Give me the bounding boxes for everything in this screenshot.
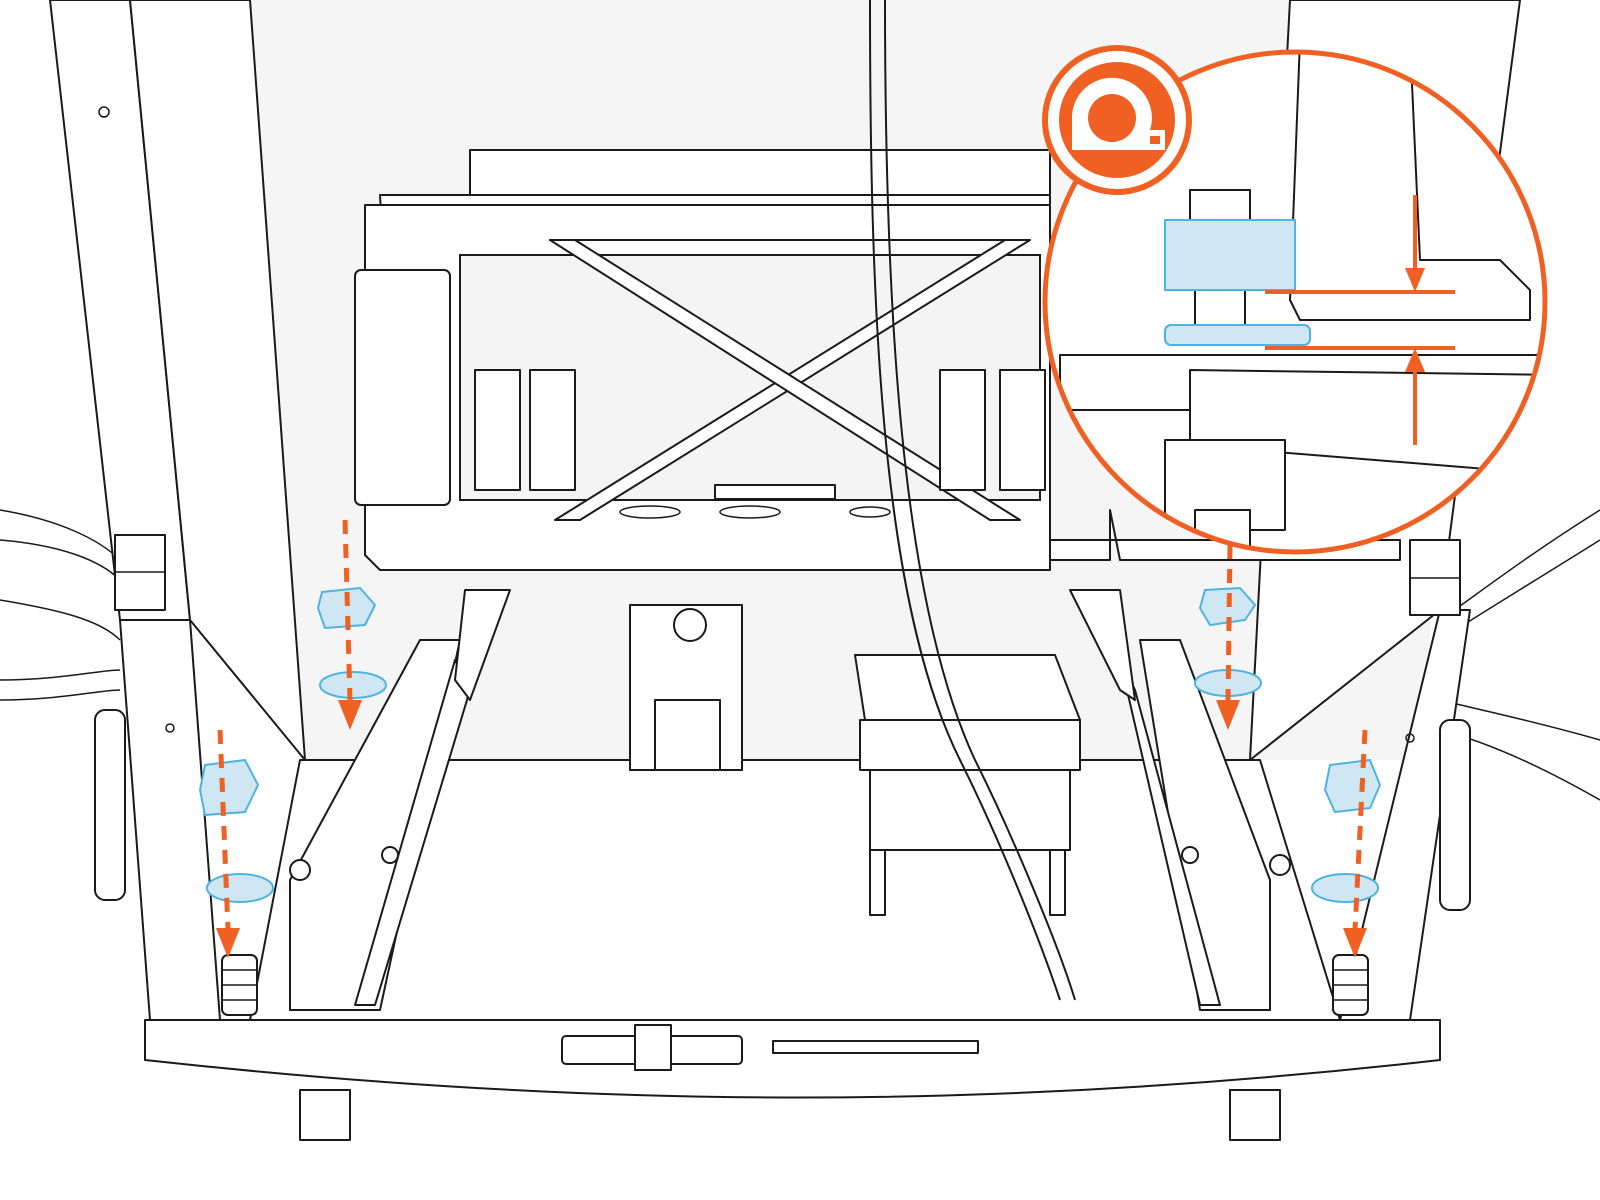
fan-module [854, 654, 1081, 916]
washer-front-right [1311, 873, 1379, 903]
detail-callout [1042, 49, 1548, 555]
left-rail [289, 589, 511, 1011]
threaded-stud-left [221, 954, 258, 1016]
right-rail [1069, 589, 1291, 1011]
threaded-stud-right [1332, 954, 1369, 1016]
washer-rear-left [319, 671, 387, 699]
print-cage [354, 149, 1401, 571]
tape-measure-icon [1042, 45, 1192, 195]
nut-front-right [1323, 758, 1382, 814]
nut-rear-left [316, 586, 377, 630]
left-frame-pillar [49, 0, 306, 1021]
nut-front-left [198, 758, 260, 817]
filament-tube [869, 0, 1076, 1001]
center-bracket [629, 604, 743, 771]
assembly-arrows [216, 519, 1368, 958]
washer-front-left [206, 873, 274, 903]
